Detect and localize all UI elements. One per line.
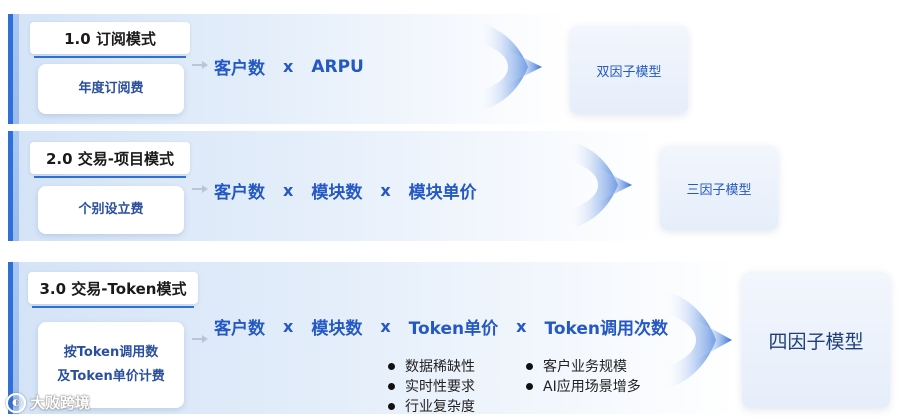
row-1-sub-text: 年度订阅费 xyxy=(78,81,144,96)
row-1-operator-1: x xyxy=(283,57,294,76)
row-3-factor-4: Token调用次数 xyxy=(544,319,668,339)
row-2-formula: 客户数 x 模块数 x 模块单价 xyxy=(214,178,477,203)
row-2-arrow-icon xyxy=(568,140,632,230)
row-1-factor-1: 客户数 xyxy=(214,59,265,79)
row-1-formula: 客户数 x ARPU xyxy=(214,54,364,80)
row-1-title-text: 1.0 订阅模式 xyxy=(64,29,156,48)
watermark-logo-icon: ◐ xyxy=(6,392,26,413)
row-3-sub-box: 按Token调用数 及Token单价计费 xyxy=(38,322,184,408)
bullet-text: AI应用场景增多 xyxy=(543,379,641,395)
bullet-item: 实时性要求 xyxy=(388,376,475,396)
bullet-dot-icon xyxy=(388,362,395,370)
row-3-operator-3: x xyxy=(516,317,527,336)
row-3-arrow-icon xyxy=(664,290,732,390)
row-3-factor-3: Token单价 xyxy=(408,319,499,339)
row-3-connector-icon xyxy=(192,335,208,343)
row-1-model-text: 双因子模型 xyxy=(596,64,662,80)
row-2-operator-1: x xyxy=(283,181,294,200)
row-3-factor-1: 客户数 xyxy=(214,319,265,339)
row-2-sub-box: 个别设立费 xyxy=(38,186,184,234)
row-1-title: 1.0 订阅模式 xyxy=(30,22,190,58)
row-3-formula: 客户数 x 模块数 x Token单价 x Token调用次数 xyxy=(214,314,668,339)
row-1-connector-icon xyxy=(192,61,208,69)
bullet-text: 行业复杂度 xyxy=(405,399,475,415)
bullet-item: 数据稀缺性 xyxy=(388,356,475,376)
bullet-text: 客户业务规模 xyxy=(543,359,627,375)
watermark: ◐ 大败跨境 xyxy=(6,392,90,413)
row-2-factor-3: 模块单价 xyxy=(408,183,477,203)
bullet-dot-icon xyxy=(526,362,533,370)
row-3-model-text: 四因子模型 xyxy=(768,330,864,353)
row-3-operator-2: x xyxy=(380,317,391,336)
row-2-connector-icon xyxy=(192,185,208,193)
row-3-title-text: 3.0 交易-Token模式 xyxy=(39,279,187,298)
row-2-factor-2: 模块数 xyxy=(311,183,363,203)
bullet-item: AI应用场景增多 xyxy=(526,376,641,396)
row-3-title: 3.0 交易-Token模式 xyxy=(28,272,198,308)
row-3-model-box: 四因子模型 xyxy=(742,272,890,408)
bullet-dot-icon xyxy=(526,382,533,390)
row-2-model-text: 三因子模型 xyxy=(686,182,752,198)
row-3-factor-2: 模块数 xyxy=(311,319,363,339)
bullet-item: 客户业务规模 xyxy=(526,356,641,376)
row-1-sub-box: 年度订阅费 xyxy=(38,64,184,114)
bullet-text: 数据稀缺性 xyxy=(405,359,475,375)
row-3-bullets-right: 客户业务规模 AI应用场景增多 xyxy=(526,356,641,396)
row-2-operator-2: x xyxy=(380,181,391,200)
row-3-sub-line-1: 按Token调用数 xyxy=(63,345,159,360)
row-1-model-box: 双因子模型 xyxy=(570,26,688,114)
row-2-factor-1: 客户数 xyxy=(214,183,265,203)
row-2-sub-text: 个别设立费 xyxy=(78,202,144,217)
row-3-operator-1: x xyxy=(283,317,294,336)
bullet-dot-icon xyxy=(388,382,395,390)
row-2-model-box: 三因子模型 xyxy=(660,146,778,230)
row-3-sub-line-2: 及Token单价计费 xyxy=(57,369,165,384)
row-1-arrow-icon xyxy=(478,22,542,112)
bullet-dot-icon xyxy=(388,402,395,410)
bullet-text: 实时性要求 xyxy=(405,379,475,395)
row-2-title: 2.0 交易-项目模式 xyxy=(30,142,190,178)
watermark-text: 大败跨境 xyxy=(30,394,91,412)
row-1-factor-2: ARPU xyxy=(311,56,364,77)
row-3-bullets-left: 数据稀缺性 实时性要求 行业复杂度 xyxy=(388,356,475,416)
bullet-item: 行业复杂度 xyxy=(388,396,475,416)
row-2-title-text: 2.0 交易-项目模式 xyxy=(45,149,175,168)
